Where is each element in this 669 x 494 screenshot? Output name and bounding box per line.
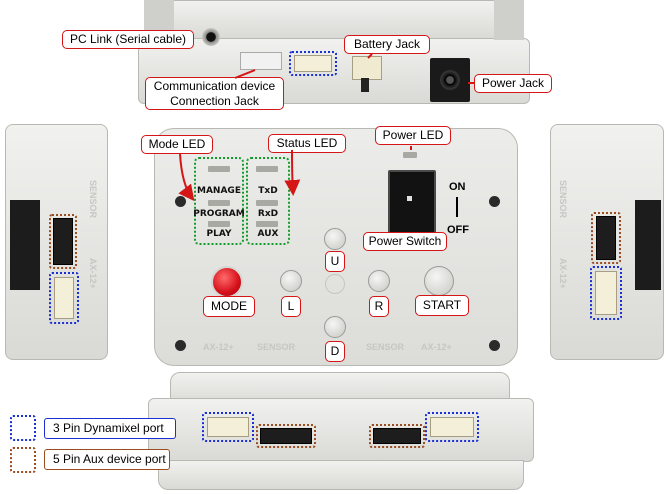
status-led-label-txd: TxD (258, 186, 278, 196)
screw-hole (175, 340, 186, 351)
battery-jack-wire (361, 78, 369, 92)
aux-port-marker-right (591, 212, 621, 264)
front-embossing-ax12-right: AX-12+ (421, 342, 452, 352)
mode-led-label-manage: MANAGE (197, 186, 241, 196)
on-off-line (456, 197, 458, 217)
arrow-comm-jack (234, 69, 256, 79)
pc-link-jack (202, 28, 220, 46)
right-sensor-embossing: SENSOR (558, 180, 568, 219)
on-label: ON (449, 181, 466, 193)
status-led-group-marker (246, 157, 290, 245)
u-button[interactable] (324, 228, 346, 250)
screw-hole (489, 196, 500, 207)
power-switch[interactable] (388, 170, 436, 234)
mode-led-group-marker (194, 157, 244, 245)
status-led-label: Status LED (268, 134, 346, 153)
dynamixel-connector-bottom-left (207, 417, 249, 437)
front-embossing-sensor-left: SENSOR (257, 342, 296, 352)
dpad-center-ring (325, 274, 345, 294)
legend-dynamixel-label: 3 Pin Dynamixel port (44, 418, 176, 439)
dynamixel-connector-right (595, 271, 617, 315)
screw-hole (489, 340, 500, 351)
comm-device-connector (240, 52, 282, 70)
pc-link-label: PC Link (Serial cable) (62, 30, 194, 49)
comm-jack-label-line2: Connection Jack (170, 94, 259, 108)
aux-connector-bottom-left (260, 428, 312, 444)
power-switch-dot (407, 196, 412, 201)
l-button[interactable] (280, 270, 302, 292)
mode-led (208, 166, 230, 172)
off-label: OFF (447, 224, 469, 236)
battery-jack-label: Battery Jack (344, 35, 430, 54)
arrow-status-led (284, 149, 301, 196)
mode-led-label-program: PROGRAM (193, 209, 245, 219)
dynamixel-port-marker-top (289, 51, 337, 76)
legend-aux-swatch (10, 447, 36, 473)
aux-port-marker-left (49, 214, 77, 269)
comm-jack-label: Communication device Connection Jack (145, 77, 284, 110)
status-led-label-aux: AUX (257, 229, 279, 239)
aux-connector-left (53, 218, 73, 265)
aux-connector-right (596, 216, 616, 260)
dynamixel-port-marker-left (49, 272, 79, 324)
dynamixel-port-marker-bottom-right (425, 412, 479, 442)
arrow-mode-led (178, 153, 195, 202)
mode-led-label-play: PLAY (206, 229, 232, 239)
mode-button-label: MODE (203, 296, 255, 317)
dynamixel-port-marker-right (590, 266, 622, 320)
d-button[interactable] (324, 316, 346, 338)
screw-hole (175, 196, 186, 207)
start-button-label: START (415, 295, 469, 316)
legend-aux-label: 5 Pin Aux device port (44, 449, 170, 470)
power-led (403, 152, 417, 158)
mode-led-label: Mode LED (141, 135, 213, 154)
mode-led (208, 200, 230, 206)
front-embossing-ax12-left: AX-12+ (203, 342, 234, 352)
status-led (256, 221, 278, 227)
d-button-label: D (325, 341, 345, 362)
legend-dynamixel-swatch (10, 415, 36, 441)
aux-port-marker-bottom-right (369, 424, 425, 448)
right-ax12-embossing: AX-12+ (558, 258, 568, 289)
front-embossing-sensor-right: SENSOR (366, 342, 405, 352)
aux-port-marker-bottom-left (256, 424, 316, 448)
status-led-label-rxd: RxD (257, 209, 279, 219)
comm-jack-label-line1: Communication device (153, 79, 276, 93)
aux-connector-bottom-right (373, 428, 421, 444)
dynamixel-connector-bottom-right (430, 417, 474, 437)
battery-jack (352, 56, 382, 80)
r-button[interactable] (368, 270, 390, 292)
power-switch-label: Power Switch (363, 232, 447, 251)
u-button-label: U (325, 251, 345, 272)
left-ax12-embossing: AX-12+ (88, 258, 98, 289)
mode-led (208, 221, 230, 227)
l-button-label: L (281, 296, 301, 317)
status-led (256, 166, 278, 172)
dynamixel-connector-top (294, 55, 332, 72)
left-sensor-embossing: SENSOR (88, 180, 98, 219)
dynamixel-port-marker-bottom-left (202, 412, 254, 442)
power-led-label: Power LED (375, 126, 451, 145)
power-jack-label: Power Jack (474, 74, 552, 93)
dynamixel-connector-left (54, 277, 74, 319)
r-button-label: R (369, 296, 389, 317)
status-led (256, 200, 278, 206)
arrow-battery-jack (367, 53, 373, 59)
